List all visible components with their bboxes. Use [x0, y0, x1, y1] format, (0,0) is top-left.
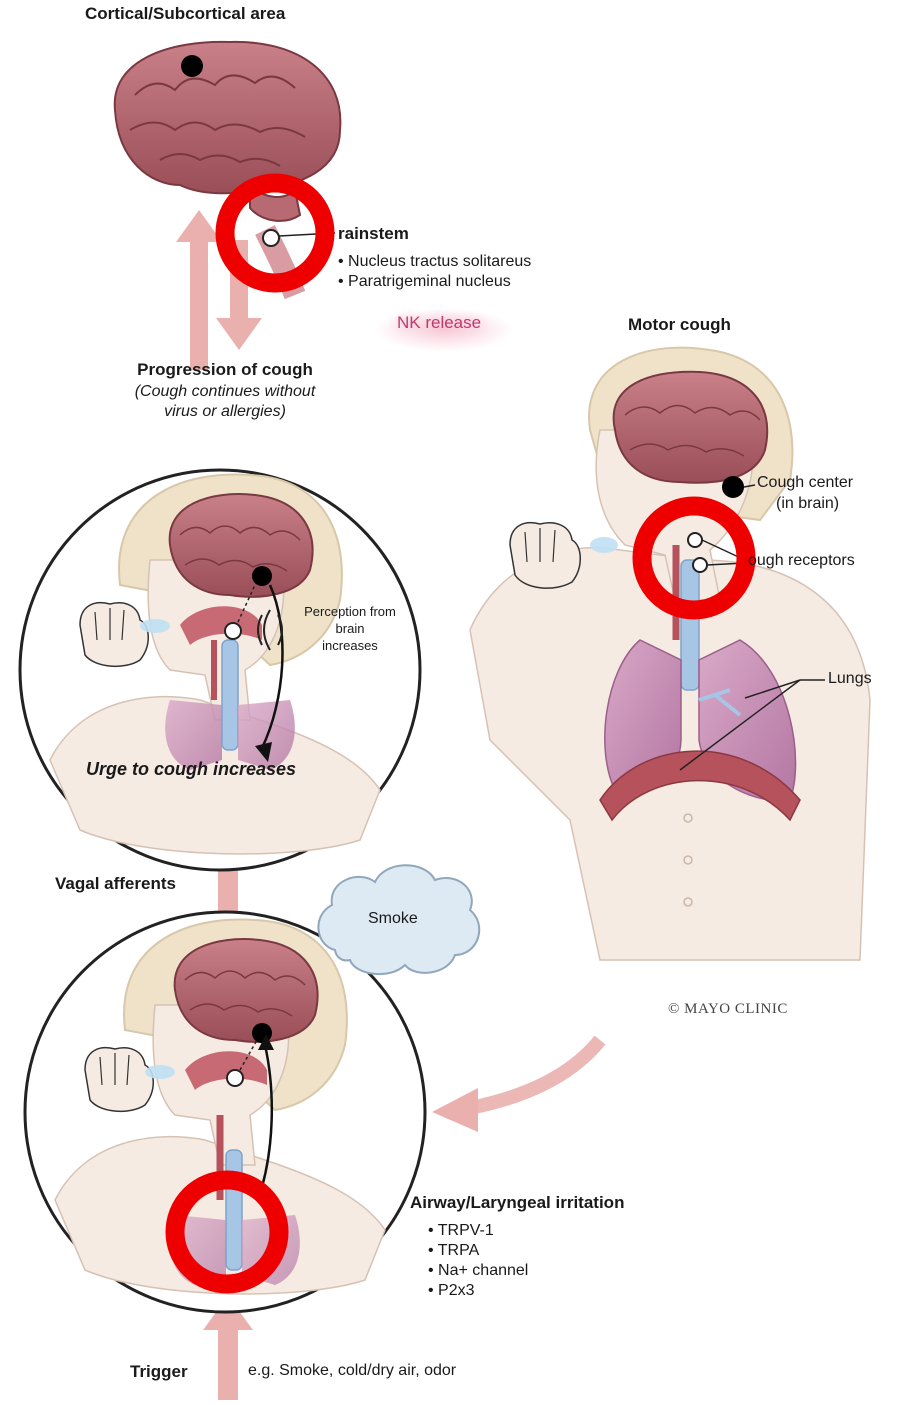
cough-center-line-2: (in brain) — [776, 495, 839, 513]
nk-release-label: NK release — [397, 313, 481, 333]
circle1-brain-marker — [252, 566, 272, 586]
perception-line-2: brain — [290, 622, 410, 637]
airway-item: TRPV-1 — [428, 1221, 528, 1241]
perception-line-1: Perception from — [290, 605, 410, 620]
circle2-throat-marker — [227, 1070, 243, 1086]
cough-center-line-1: Cough center — [757, 474, 853, 492]
vagal-afferents-label: Vagal afferents — [55, 874, 176, 894]
cortical-marker — [181, 55, 203, 77]
progression-sub-2: virus or allergies) — [100, 403, 350, 421]
copyright-label: © MAYO CLINIC — [668, 1001, 788, 1018]
trigger-examples: e.g. Smoke, cold/dry air, odor — [248, 1362, 456, 1380]
cough-receptor-marker-2 — [693, 558, 707, 572]
lungs-label: Lungs — [828, 670, 872, 688]
brainstem-marker — [263, 230, 279, 246]
progression-circle — [20, 470, 420, 870]
arrow-up-to-brain — [176, 210, 222, 370]
motor-cough-title: Motor cough — [628, 315, 731, 335]
brainstem-title: rainstem — [338, 224, 409, 244]
motor-cough-figure — [470, 348, 870, 960]
cough-center-marker — [722, 476, 744, 498]
progression-sub-1: (Cough continues without — [100, 383, 350, 401]
airway-title: Airway/Laryngeal irritation — [410, 1193, 624, 1213]
smoke-label: Smoke — [368, 910, 418, 928]
brainstem-list: Nucleus tractus solitareus Paratrigemina… — [338, 252, 531, 292]
circle1-throat-marker — [225, 623, 241, 639]
cough-receptors-label: ough receptors — [748, 552, 855, 570]
brainstem-item: Paratrigeminal nucleus — [338, 272, 531, 292]
progression-title: Progression of cough — [100, 360, 350, 380]
trigger-label: Trigger — [130, 1362, 188, 1382]
brainstem-item: Nucleus tractus solitareus — [338, 252, 531, 272]
perception-line-3: increases — [290, 639, 410, 654]
airway-item: Na+ channel — [428, 1261, 528, 1281]
cortical-title: Cortical/Subcortical area — [85, 4, 285, 24]
urge-label: Urge to cough increases — [86, 759, 296, 780]
airway-item: TRPA — [428, 1241, 528, 1261]
airway-list: TRPV-1 TRPA Na+ channel P2x3 — [428, 1221, 528, 1301]
arrow-motor-to-irritation — [432, 1040, 600, 1132]
airway-item: P2x3 — [428, 1281, 528, 1301]
cough-receptor-marker-1 — [688, 533, 702, 547]
